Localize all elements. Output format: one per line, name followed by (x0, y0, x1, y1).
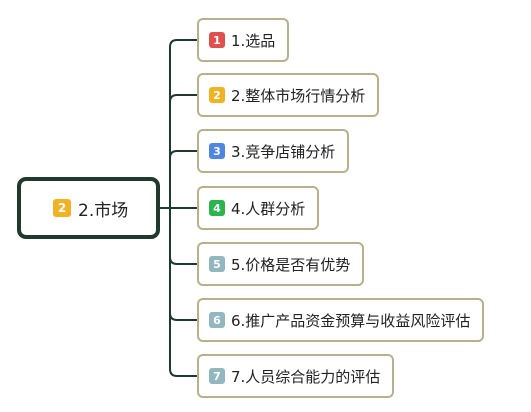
child-node-label: 3.竞争店铺分析 (231, 142, 336, 161)
child-node-label: 1.选品 (231, 31, 276, 50)
child-node-label: 5.价格是否有优势 (231, 255, 351, 274)
child-node-6[interactable]: 6 6.推广产品资金预算与收益风险评估 (197, 298, 485, 342)
child-node-label: 6.推广产品资金预算与收益风险评估 (231, 311, 471, 330)
root-node-label: 2.市场 (78, 200, 129, 221)
priority-badge: 5 (209, 256, 225, 272)
child-node-4[interactable]: 4 4.人群分析 (197, 186, 320, 230)
connector-line (169, 208, 197, 377)
priority-badge: 2 (209, 87, 225, 103)
priority-badge: 2 (53, 199, 71, 217)
priority-badge: 1 (209, 32, 225, 48)
child-node-5[interactable]: 5 5.价格是否有优势 (197, 242, 365, 286)
connector-line (169, 94, 197, 208)
priority-badge: 4 (209, 200, 225, 216)
child-node-7[interactable]: 7 7.人员综合能力的评估 (197, 354, 395, 398)
child-node-3[interactable]: 3 3.竞争店铺分析 (197, 129, 350, 173)
child-node-2[interactable]: 2 2.整体市场行情分析 (197, 73, 380, 117)
connector-line (169, 208, 197, 265)
priority-badge: 7 (209, 368, 225, 384)
child-node-1[interactable]: 1 1.选品 (197, 18, 290, 62)
connector-line (169, 150, 197, 208)
child-node-label: 7.人员综合能力的评估 (231, 367, 381, 386)
connector-line (169, 39, 197, 208)
child-node-label: 4.人群分析 (231, 199, 306, 218)
priority-badge: 3 (209, 143, 225, 159)
root-node[interactable]: 2 2.市场 (17, 177, 160, 239)
priority-badge: 6 (209, 312, 225, 328)
child-node-label: 2.整体市场行情分析 (231, 86, 366, 105)
